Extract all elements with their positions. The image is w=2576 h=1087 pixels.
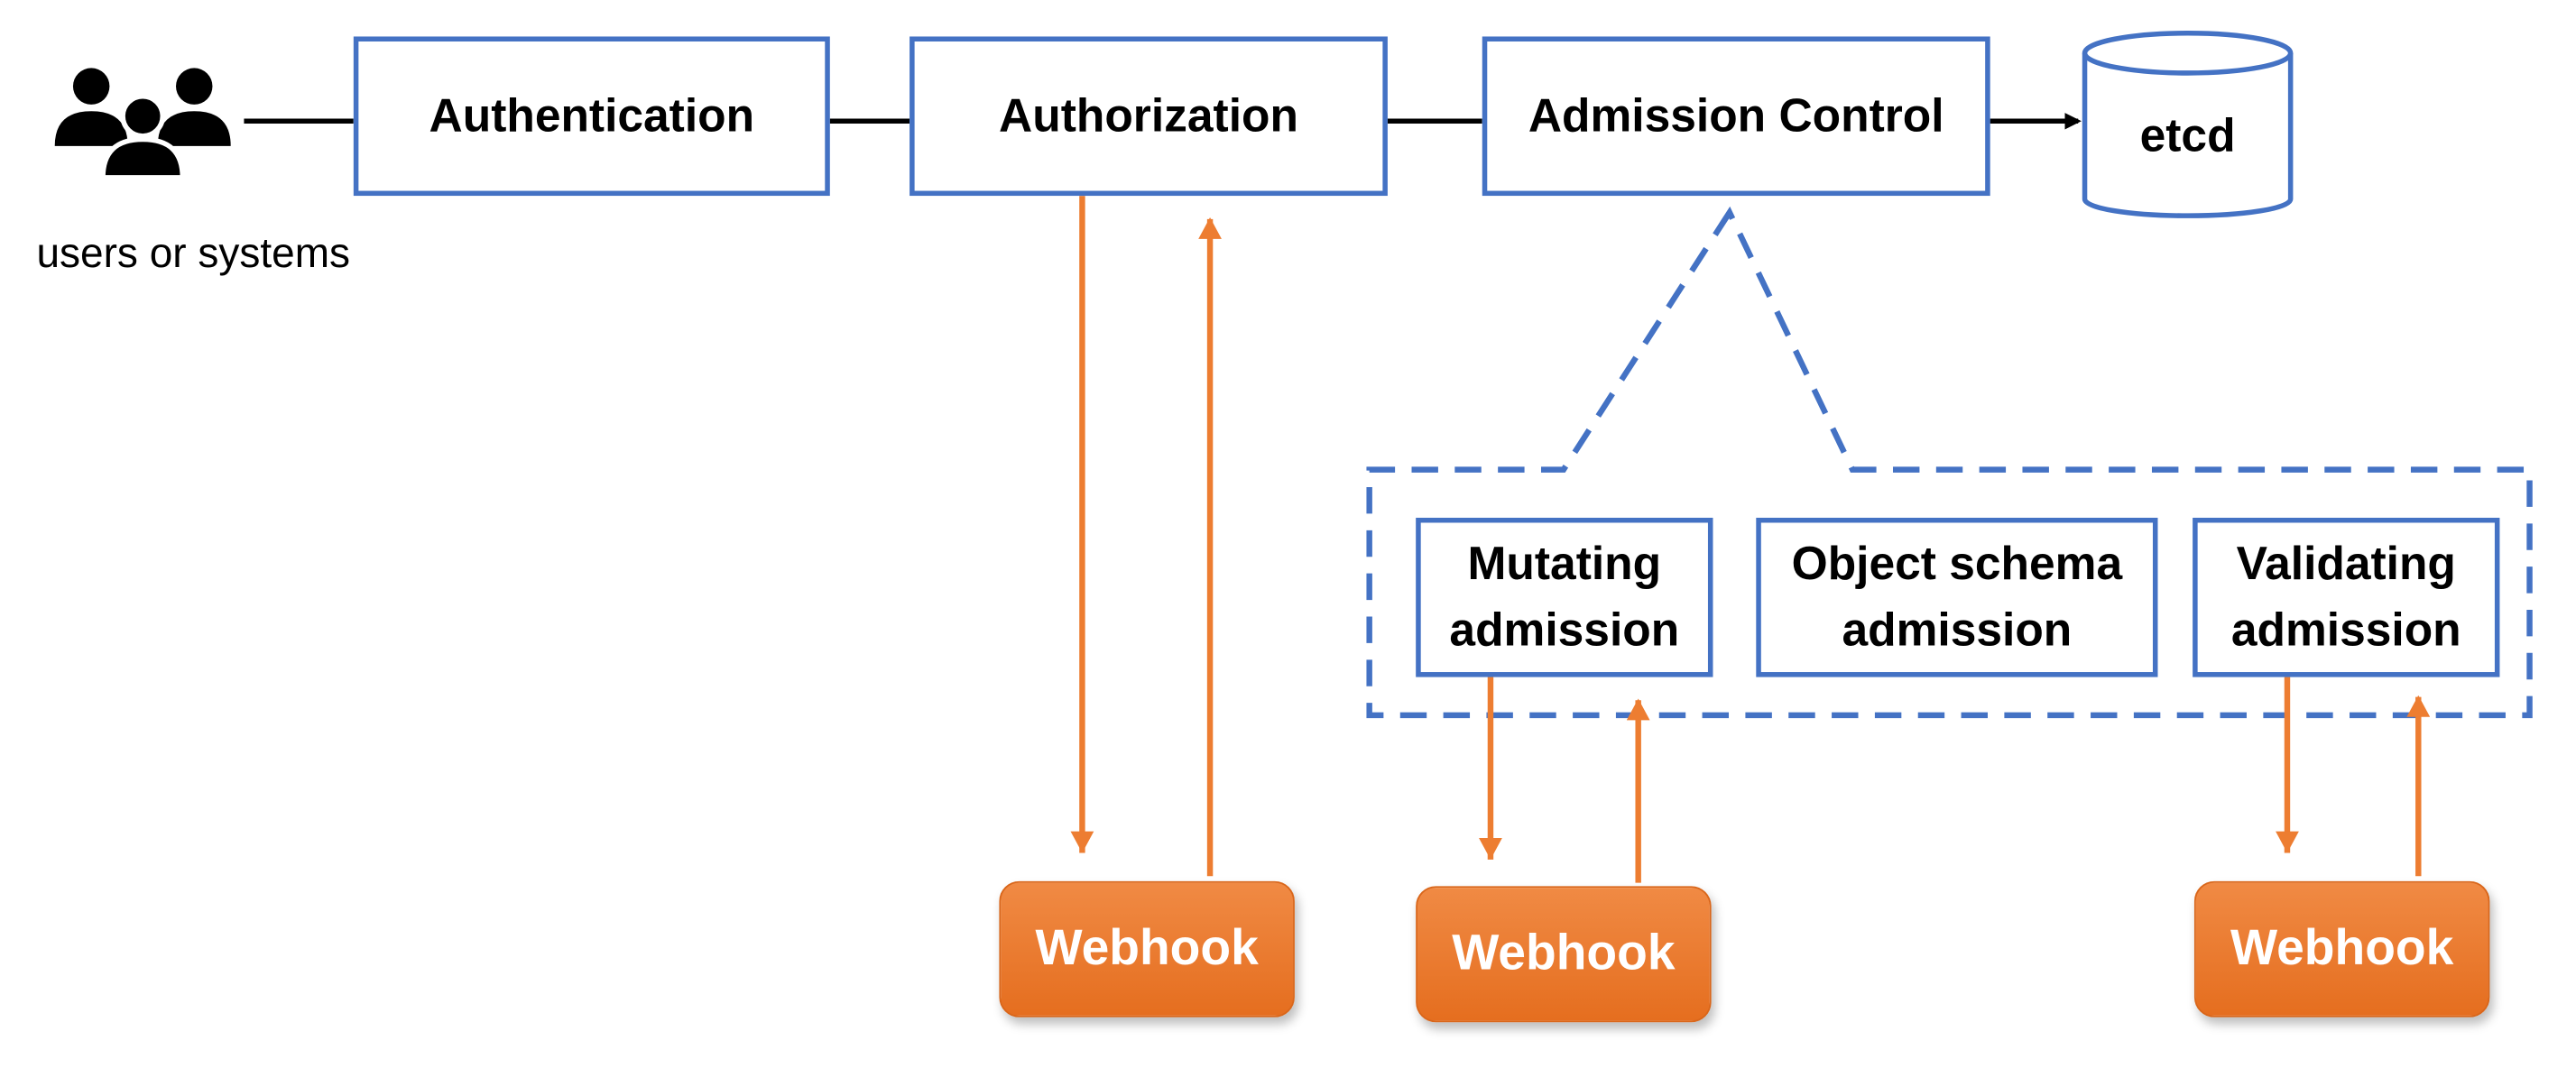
admission-control-box: Admission Control (1482, 36, 1990, 197)
authentication-label: Authentication (429, 89, 755, 142)
validating-admission-label: Validating admission (2230, 538, 2461, 656)
validating-webhook: Webhook (2193, 880, 2490, 1018)
users-icon (54, 68, 231, 180)
object-schema-admission-label: Object schema admission (1791, 538, 2123, 656)
authorization-label: Authorization (999, 89, 1298, 142)
authorization-webhook: Webhook (999, 880, 1295, 1018)
admission-control-label: Admission Control (1528, 89, 1944, 142)
users-caption: users or systems (36, 230, 351, 278)
mutating-webhook-label: Webhook (1452, 926, 1676, 981)
object-schema-admission-box: Object schema admission (1756, 517, 2158, 677)
authentication-box: Authentication (353, 36, 830, 197)
validating-admission-box: Validating admission (2193, 517, 2500, 677)
authorization-box: Authorization (909, 36, 1388, 197)
validating-webhook-label: Webhook (2230, 920, 2454, 976)
mutating-admission-box: Mutating admission (1416, 517, 1713, 677)
authorization-webhook-label: Webhook (1035, 920, 1259, 976)
mutating-admission-label: Mutating admission (1449, 538, 1680, 656)
etcd-database-icon (2082, 31, 2294, 218)
mutating-webhook: Webhook (1416, 886, 1712, 1023)
etcd-label: etcd (2139, 109, 2236, 161)
